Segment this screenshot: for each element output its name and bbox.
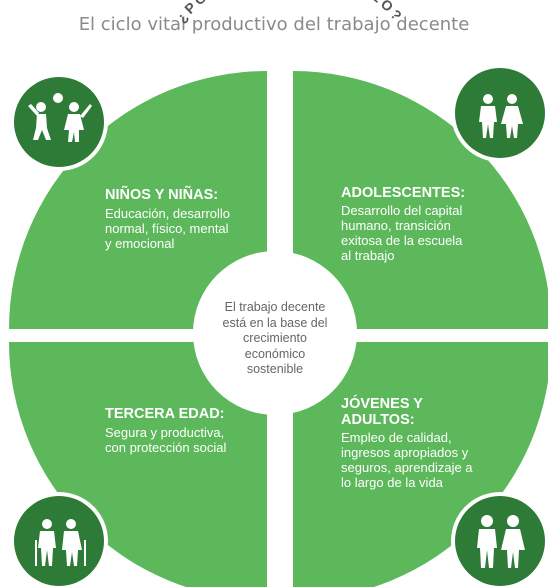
adolescents-description: Desarrollo del capital humano, transició… bbox=[341, 203, 462, 263]
adolescents-title: ADOLESCENTES: bbox=[341, 185, 465, 201]
adults-title-line: ADULTOS: bbox=[341, 412, 415, 428]
elderly-couple-icon bbox=[10, 492, 108, 587]
adults-text-line: seguros, aprendizaje a bbox=[341, 460, 473, 475]
children-playing-icon bbox=[10, 73, 108, 171]
quadrant-children bbox=[9, 71, 267, 329]
adults-title: JÓVENES Y ADULTOS: bbox=[341, 396, 423, 428]
elderly-text-line: Segura y productiva, bbox=[105, 425, 225, 440]
page-title: El ciclo vital productivo del trabajo de… bbox=[78, 14, 470, 35]
adolescents-title-line: ADOLESCENTES: bbox=[341, 185, 466, 201]
children-text-line: normal, físico, mental bbox=[105, 221, 229, 236]
children-text-line: y emocional bbox=[105, 236, 175, 251]
elderly-text-line: con protección social bbox=[105, 440, 227, 455]
quadrant-adolescents bbox=[293, 71, 548, 329]
adolescents-text-line: exitosa de la escuela bbox=[341, 233, 463, 248]
center-circle bbox=[193, 251, 357, 415]
quadrant-elderly bbox=[9, 342, 267, 587]
adolescents-text-line: humano, transición bbox=[341, 218, 451, 233]
quadrant-adults bbox=[293, 342, 548, 587]
center-line: El trabajo decente bbox=[224, 300, 326, 314]
adults-description: Empleo de calidad, ingresos apropiados y… bbox=[341, 430, 473, 490]
children-title: NIÑOS Y NIÑAS: bbox=[105, 187, 218, 203]
elderly-title: TERCERA EDAD: bbox=[105, 406, 225, 422]
children-text-line: Educación, desarrollo bbox=[105, 206, 231, 221]
center-line: económico bbox=[244, 346, 306, 361]
arc-heading: ¿POR QUÉ PROMOVERLO? bbox=[173, 0, 407, 26]
adolescents-text-line: Desarrollo del capital bbox=[341, 203, 463, 218]
elderly-title-line: TERCERA EDAD: bbox=[105, 406, 225, 422]
children-title-line: NIÑOS Y NIÑAS: bbox=[105, 187, 219, 203]
adults-text-line: ingresos apropiados y bbox=[341, 445, 469, 460]
center-line: crecimiento bbox=[243, 331, 307, 345]
center-line: sostenible bbox=[246, 362, 304, 376]
adolescents-text-line: al trabajo bbox=[341, 248, 395, 263]
adults-text-line: Empleo de calidad, bbox=[341, 430, 452, 445]
adolescents-icon bbox=[451, 64, 548, 162]
adults-couple-icon bbox=[451, 492, 548, 587]
children-description: Educación, desarrollo normal, físico, me… bbox=[105, 206, 230, 251]
elderly-description: Segura y productiva, con protección soci… bbox=[105, 425, 226, 455]
center-line: está en la base del bbox=[222, 315, 328, 330]
adults-text-line: lo largo de la vida bbox=[341, 475, 443, 490]
center-message: El trabajo decente está en la base del c… bbox=[205, 300, 345, 378]
adults-title-line: JÓVENES Y bbox=[341, 396, 423, 412]
